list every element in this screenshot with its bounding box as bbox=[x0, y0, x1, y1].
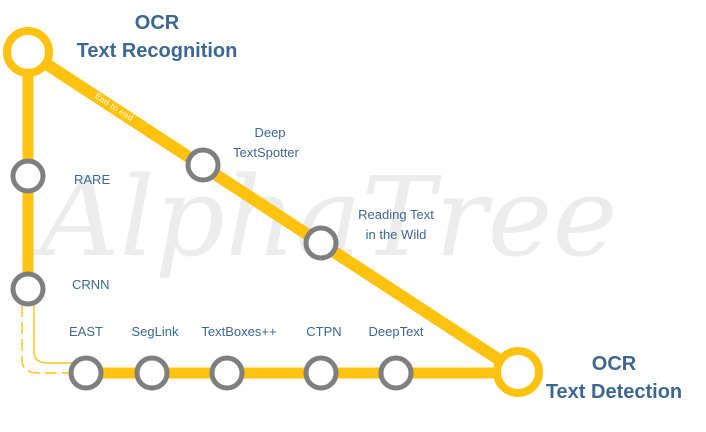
track-diagonal bbox=[22, 46, 524, 378]
detection-title-line1: OCR bbox=[592, 353, 637, 375]
label-rare: RARE bbox=[74, 172, 110, 187]
station-ctpn[interactable] bbox=[303, 355, 339, 391]
label-reading-text-line2: in the Wild bbox=[366, 227, 427, 242]
station-reading-text[interactable] bbox=[303, 225, 339, 261]
label-east: EAST bbox=[69, 324, 103, 339]
label-deep-textspotter-line1: Deep bbox=[254, 125, 285, 140]
station-east[interactable] bbox=[68, 355, 104, 391]
label-crnn: CRNN bbox=[72, 277, 110, 292]
station-seglink[interactable] bbox=[134, 355, 170, 391]
connector-dashed bbox=[21, 305, 72, 374]
detection-title-line2: Text Detection bbox=[546, 381, 682, 403]
edge-note: End to end bbox=[93, 91, 135, 123]
station-deeptext[interactable] bbox=[378, 355, 414, 391]
watermark: AlphaTree bbox=[31, 153, 618, 281]
station-rare[interactable] bbox=[10, 158, 46, 194]
terminal-detection[interactable] bbox=[493, 347, 543, 397]
recognition-title-line1: OCR bbox=[135, 12, 180, 34]
station-deep-textspotter[interactable] bbox=[185, 147, 221, 183]
label-textboxes: TextBoxes++ bbox=[201, 324, 276, 339]
recognition-title-line2: Text Recognition bbox=[77, 40, 238, 62]
label-ctpn: CTPN bbox=[306, 324, 341, 339]
stations bbox=[10, 147, 414, 391]
label-deeptext: DeepText bbox=[369, 324, 424, 339]
terminal-recognition[interactable] bbox=[3, 27, 53, 77]
label-deep-textspotter-line2: TextSpotter bbox=[233, 145, 299, 160]
station-crnn[interactable] bbox=[10, 271, 46, 307]
label-reading-text-line1: Reading Text bbox=[358, 207, 434, 222]
station-textboxes[interactable] bbox=[209, 355, 245, 391]
connector-solid bbox=[33, 305, 72, 364]
label-seglink: SegLink bbox=[132, 324, 179, 339]
